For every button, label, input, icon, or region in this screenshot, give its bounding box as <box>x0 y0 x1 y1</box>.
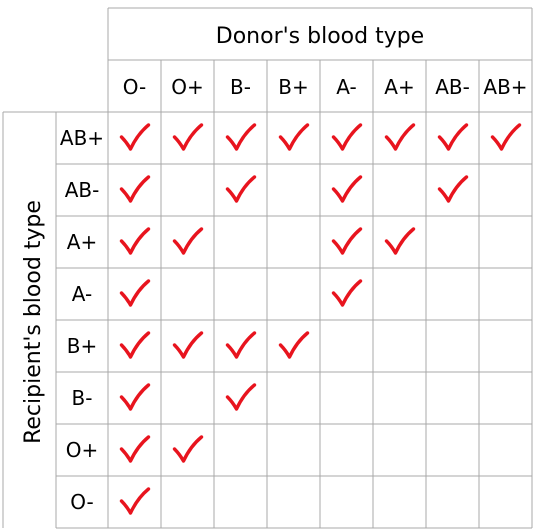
donor-type-labels: O- O+ B- B+ A- A+ AB- AB+ <box>123 75 528 99</box>
check-mark-icon <box>172 227 204 255</box>
check-mark-icon <box>225 123 257 151</box>
recipient-blood-type-title: Recipient's blood type <box>21 200 46 444</box>
check-mark-icon <box>172 435 204 463</box>
recipient-type-label: AB- <box>65 178 100 202</box>
check-mark-icon <box>172 123 204 151</box>
recipient-type-label: AB+ <box>60 126 104 150</box>
check-mark-icon <box>119 487 151 515</box>
check-mark-icon <box>278 331 310 359</box>
donor-type-label: AB+ <box>483 75 527 99</box>
check-mark-icon <box>119 435 151 463</box>
check-mark-icon <box>331 175 363 203</box>
donor-type-label: A+ <box>384 75 414 99</box>
check-mark-icon <box>384 123 416 151</box>
check-mark-icon <box>331 279 363 307</box>
check-mark-icon <box>278 123 310 151</box>
check-mark-icon <box>119 279 151 307</box>
check-mark-icon <box>119 331 151 359</box>
recipient-type-label: B+ <box>67 334 97 358</box>
recipient-type-label: B- <box>72 386 93 410</box>
compatibility-checks <box>119 123 522 515</box>
donor-type-label: AB- <box>435 75 470 99</box>
check-mark-icon <box>437 123 469 151</box>
check-mark-icon <box>225 175 257 203</box>
check-mark-icon <box>225 331 257 359</box>
donor-type-label: B- <box>230 75 251 99</box>
check-mark-icon <box>119 227 151 255</box>
check-mark-icon <box>384 227 416 255</box>
donor-type-label: B+ <box>278 75 308 99</box>
donor-blood-type-title: Donor's blood type <box>216 24 424 49</box>
check-mark-icon <box>331 123 363 151</box>
grid-lines <box>2 7 533 529</box>
check-mark-icon <box>437 175 469 203</box>
recipient-type-label: A- <box>72 282 92 306</box>
recipient-type-labels: AB+ AB- A+ A- B+ B- O+ O- <box>60 126 104 514</box>
check-mark-icon <box>225 383 257 411</box>
check-mark-icon <box>490 123 522 151</box>
donor-type-label: A- <box>336 75 356 99</box>
check-mark-icon <box>119 123 151 151</box>
recipient-type-label: A+ <box>67 230 97 254</box>
recipient-type-label: O+ <box>66 438 99 462</box>
check-mark-icon <box>331 227 363 255</box>
check-mark-icon <box>119 383 151 411</box>
recipient-type-label: O- <box>70 490 94 514</box>
check-mark-icon <box>119 175 151 203</box>
donor-type-label: O+ <box>171 75 204 99</box>
donor-type-label: O- <box>123 75 147 99</box>
check-mark-icon <box>172 331 204 359</box>
